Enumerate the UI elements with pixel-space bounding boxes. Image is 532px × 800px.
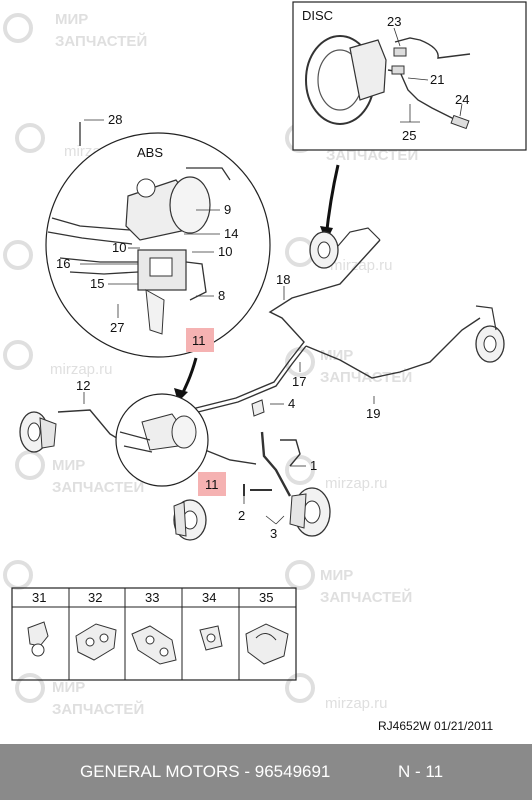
wheel-right (243, 399, 331, 537)
clip-34-icon (199, 625, 223, 651)
watermark-text: ЗАПЧАСТЕЙ (52, 478, 144, 496)
watermark-text: МИР (320, 567, 353, 584)
part-number-34: 34 (202, 590, 216, 605)
callout-abs: 10 (218, 244, 232, 259)
callout-abs: 9 (224, 202, 231, 217)
callout-abs-highlight: 11 (192, 333, 206, 348)
callout-main: 12 (76, 378, 90, 393)
wheel-rear-left (309, 227, 381, 269)
watermark-text: МИР (52, 457, 85, 474)
callout-disc: 21 (430, 72, 444, 87)
part-number-35: 35 (259, 590, 273, 605)
catalog-label: GENERAL MOTORS - 96549691 (80, 762, 331, 781)
callout-disc: 24 (455, 92, 469, 107)
callout-abs: 28 (108, 112, 122, 127)
callout-main: 19 (366, 406, 380, 421)
watermark-site: mirzap.ru (325, 475, 388, 492)
part-number-31: 31 (32, 590, 46, 605)
callout-main: 18 (276, 272, 290, 287)
callout-abs: 10 (112, 240, 126, 255)
abs-inset-title: ABS (137, 145, 163, 160)
callout-main-highlight: 11 (205, 477, 219, 492)
clip-35-icon (245, 623, 289, 665)
callout-main: 2 (238, 508, 245, 523)
drawing-code: RJ4652W (378, 719, 431, 733)
callout-abs: 16 (56, 256, 70, 271)
watermark-text: ЗАПЧАСТЕЙ (320, 588, 412, 606)
watermark-site: mirzap.ru (50, 361, 113, 378)
callout-abs: 15 (90, 276, 104, 291)
wheel-front (173, 499, 207, 541)
watermark-text: МИР (55, 11, 88, 28)
watermark-text: ЗАПЧАСТЕЙ (320, 368, 412, 386)
watermark-text: МИР (320, 347, 353, 364)
footer-bar: GENERAL MOTORS - 96549691 N - 11 (0, 744, 532, 800)
drawing-reference: RJ4652W 01/21/2011 (378, 719, 493, 733)
page-label: N - 11 (398, 762, 444, 781)
callout-main: 4 (288, 396, 295, 411)
brake-lines: 18 17 19 12 4 1 2 3 (57, 239, 481, 541)
callout-disc: 25 (402, 128, 416, 143)
watermark-site: mirzap.ru (330, 257, 393, 274)
clip-32-icon (75, 623, 117, 661)
abs-inset: ABS 28 9 14 10 10 16 15 8 (45, 112, 271, 358)
callout-main: 3 (270, 526, 277, 541)
callout-main: 1 (310, 458, 317, 473)
lower-inset: 11 (115, 393, 226, 496)
watermark-text: МИР (52, 679, 85, 696)
clip-33-icon (131, 625, 177, 665)
disc-inset-title: DISC (302, 8, 333, 23)
callout-abs: 14 (224, 226, 238, 241)
disc-inset: DISC 23 21 24 25 (292, 1, 527, 151)
parts-table: 31 32 33 34 35 (11, 587, 297, 681)
callout-abs: 27 (110, 320, 124, 335)
part-number-33: 33 (145, 590, 159, 605)
part-number-32: 32 (88, 590, 102, 605)
watermark-text: ЗАПЧАСТЕЙ (55, 32, 147, 50)
callout-abs: 8 (218, 288, 225, 303)
watermark-text: ЗАПЧАСТЕЙ (52, 700, 144, 718)
drawing-date: 01/21/2011 (434, 719, 494, 733)
watermark-site: mirzap.ru (325, 695, 388, 712)
wheel-rear-right (475, 305, 505, 363)
callout-disc: 23 (387, 14, 401, 29)
callout-main: 17 (292, 374, 306, 389)
clip-31-icon (27, 621, 49, 657)
wheel-left (19, 411, 57, 453)
